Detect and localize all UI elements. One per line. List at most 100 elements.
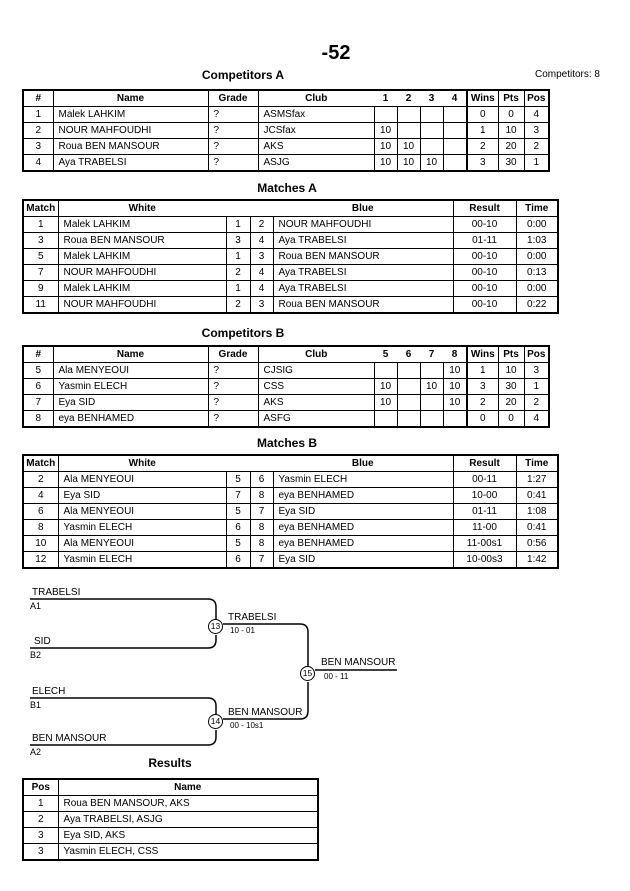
white-num: 5 xyxy=(225,535,251,552)
competitor-wins: 1 xyxy=(466,122,499,139)
match-result: 00-10 xyxy=(452,264,517,281)
competitor-grade: ? xyxy=(207,378,259,395)
competitor-name: Ala MENYEOUI xyxy=(52,362,209,379)
spacer-header-cell xyxy=(226,454,250,472)
competitor-row: 1 Malek LAHKIM ? ASMSfax 0 0 4 xyxy=(22,106,550,123)
col-wins: Wins xyxy=(466,89,499,107)
col-club: Club xyxy=(257,89,374,107)
competitor-pos: 2 xyxy=(523,138,550,155)
competitor-grade: ? xyxy=(207,394,259,411)
competitor-name: Aya TRABELSI xyxy=(52,154,209,172)
competitor-pts: 20 xyxy=(497,138,525,155)
competitor-grade: ? xyxy=(207,122,259,139)
round-score: 10 xyxy=(419,378,444,395)
bracket-match-number: 13 xyxy=(208,619,223,634)
white-num: 1 xyxy=(225,248,251,265)
white-num: 5 xyxy=(225,471,251,488)
match-time: 0:00 xyxy=(515,248,559,265)
match-row: 7 NOUR MAHFOUDHI 2 4 Aya TRABELSI 00-10 … xyxy=(22,264,559,281)
round-score xyxy=(442,138,468,155)
col-round-4: 4 xyxy=(443,89,467,107)
blue-num: 7 xyxy=(249,503,274,520)
col-result: Result xyxy=(452,199,517,217)
blue-player: Aya TRABELSI xyxy=(272,280,454,297)
competitor-pts: 30 xyxy=(497,378,525,395)
competitor-club: CSS xyxy=(257,378,375,395)
table-header-row: # Name Grade Club 5 6 7 8 Wins Pts Pos xyxy=(22,345,550,363)
bracket-match-score: 10 - 01 xyxy=(230,626,255,635)
match-time: 0:41 xyxy=(515,487,559,504)
bracket-entrant-seed: A1 xyxy=(30,601,42,611)
result-name: Eya SID, AKS xyxy=(57,827,319,844)
round-score: 10 xyxy=(373,394,398,411)
competitor-grade: ? xyxy=(207,154,259,172)
white-num: 6 xyxy=(225,551,251,569)
competitor-row: 2 NOUR MAHFOUDHI ? JCSfax 10 1 10 3 xyxy=(22,122,550,139)
match-result: 10-00 xyxy=(452,487,517,504)
match-row: 3 Roua BEN MANSOUR 3 4 Aya TRABELSI 01-1… xyxy=(22,232,559,249)
match-result: 01-11 xyxy=(452,503,517,520)
competitor-wins: 0 xyxy=(466,106,499,123)
match-row: 5 Malek LAHKIM 1 3 Roua BEN MANSOUR 00-1… xyxy=(22,248,559,265)
col-name: Name xyxy=(57,778,319,796)
table-header-row: # Name Grade Club 1 2 3 4 Wins Pts Pos xyxy=(22,89,550,107)
blue-num: 2 xyxy=(249,216,274,233)
col-round-7: 7 xyxy=(420,345,443,363)
spacer-header-cell xyxy=(226,199,250,217)
col-time: Time xyxy=(515,199,559,217)
competitor-pts: 0 xyxy=(497,106,525,123)
white-player: Eya SID xyxy=(57,487,227,504)
white-num: 3 xyxy=(225,232,251,249)
bracket-entrant-name: ELECH xyxy=(32,686,66,697)
competitor-club: AKS xyxy=(257,394,375,411)
competitor-wins: 1 xyxy=(466,362,499,379)
bracket-match-score: 00 - 11 xyxy=(324,672,349,681)
result-pos: 2 xyxy=(22,811,59,828)
match-time: 0:00 xyxy=(515,216,559,233)
bracket-entrant-seed: B1 xyxy=(30,700,42,710)
white-player: Yasmin ELECH xyxy=(57,551,227,569)
match-num: 12 xyxy=(22,551,59,569)
competitor-pts: 20 xyxy=(497,394,525,411)
col-wins: Wins xyxy=(466,345,499,363)
competitor-name: Malek LAHKIM xyxy=(52,106,209,123)
round-score: 10 xyxy=(373,378,398,395)
bracket-winner-name: TRABELSI xyxy=(228,612,277,623)
blue-player: eya BENHAMED xyxy=(272,487,454,504)
white-num: 6 xyxy=(225,519,251,536)
blue-num: 4 xyxy=(249,280,274,297)
table-header-row: Pos Name xyxy=(22,778,319,796)
competitor-row: 7 Eya SID ? AKS 10 10 2 20 2 xyxy=(22,394,550,411)
round-score: 10 xyxy=(419,154,444,172)
round-score xyxy=(419,106,444,123)
round-score xyxy=(396,106,421,123)
match-row: 4 Eya SID 7 8 eya BENHAMED 10-00 0:41 xyxy=(22,487,559,504)
match-row: 6 Ala MENYEOUI 5 7 Eya SID 01-11 1:08 xyxy=(22,503,559,520)
col-pos: Pos xyxy=(523,345,550,363)
competitors-a-table: # Name Grade Club 1 2 3 4 Wins Pts Pos 1… xyxy=(22,89,550,172)
col-white: White xyxy=(57,199,226,217)
round-score xyxy=(442,154,468,172)
round-score xyxy=(442,122,468,139)
competitor-pos: 1 xyxy=(523,378,550,395)
round-score xyxy=(373,106,398,123)
competitor-club: CJSIG xyxy=(257,362,375,379)
competitor-name: NOUR MAHFOUDHI xyxy=(52,122,209,139)
bracket-match-number: 14 xyxy=(208,714,223,729)
round-score xyxy=(396,410,421,428)
competitor-name: Eya SID xyxy=(52,394,209,411)
page-title: -52 xyxy=(321,42,351,64)
table-header-row: Match White Blue Result Time xyxy=(22,454,559,472)
col-round-1: 1 xyxy=(374,89,397,107)
competitor-num: 6 xyxy=(22,378,54,395)
result-pos: 3 xyxy=(22,843,59,861)
matches-a-table: Match White Blue Result Time 1 Malek LAH… xyxy=(22,199,559,314)
round-score xyxy=(419,362,444,379)
col-time: Time xyxy=(515,454,559,472)
section-heading-results: Results xyxy=(148,756,192,770)
competitor-pos: 2 xyxy=(523,394,550,411)
col-pts: Pts xyxy=(497,89,525,107)
white-player: Malek LAHKIM xyxy=(57,216,227,233)
blue-player: Yasmin ELECH xyxy=(272,471,454,488)
competitor-grade: ? xyxy=(207,362,259,379)
